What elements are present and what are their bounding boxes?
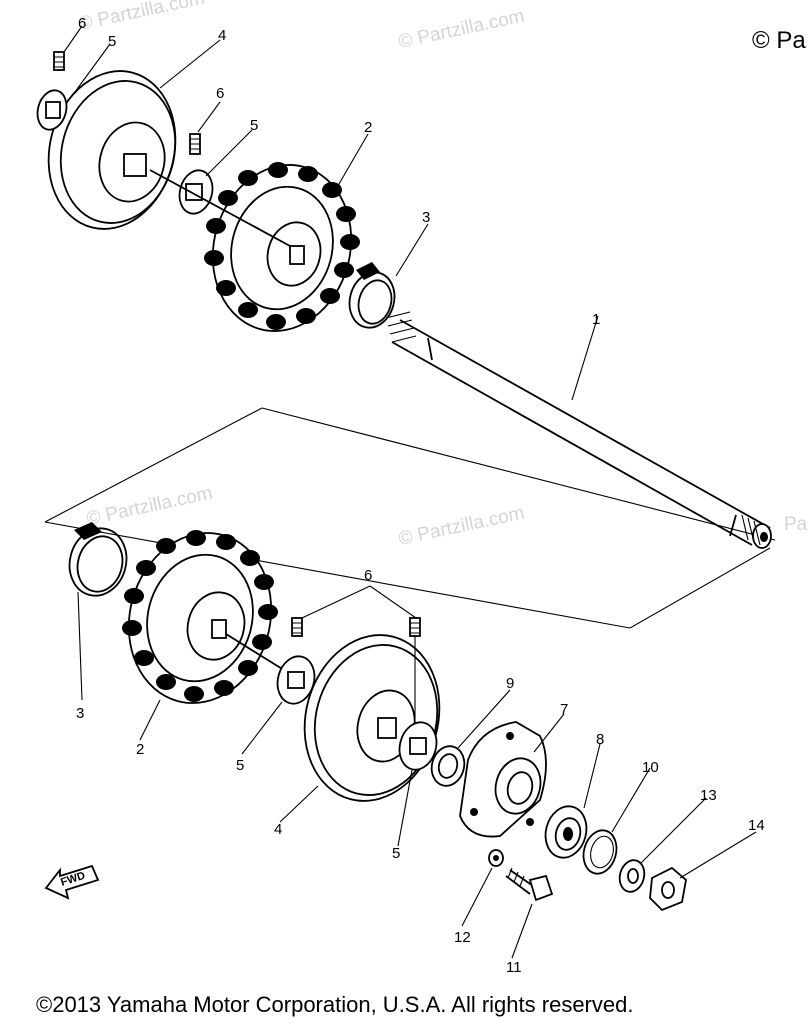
collar-lower-b	[398, 721, 438, 771]
callout-collar-lower-b: 5	[392, 845, 400, 862]
callout-setscrew-lower: 6	[364, 567, 372, 584]
clamp-upper	[348, 262, 396, 329]
washer-large	[618, 859, 646, 893]
callout-clamp-upper: 3	[422, 209, 430, 226]
callout-washer-small: 12	[454, 929, 471, 946]
callout-shaft: 1	[592, 311, 600, 328]
seal	[430, 745, 466, 787]
callout-clamp-lower: 3	[76, 705, 84, 722]
leader-lines	[63, 25, 757, 959]
nut	[649, 866, 687, 912]
callout-bolt: 11	[506, 959, 522, 976]
setscrew-lower-a	[291, 617, 303, 637]
callout-circlip: 10	[642, 759, 659, 776]
callout-bearing: 8	[596, 731, 604, 748]
bearing	[544, 805, 588, 859]
wheel-upper	[47, 70, 291, 247]
watermark: © Partzilla.com	[397, 6, 527, 53]
clamp-lower	[68, 522, 128, 597]
assembly-outline	[44, 407, 776, 629]
callout-wheel-lower: 4	[274, 821, 282, 838]
copyright-notice: ©2013 Yamaha Motor Corporation, U.S.A. A…	[36, 992, 634, 1017]
callout-collar-upper-a: 5	[108, 33, 116, 50]
callout-seal: 9	[506, 675, 514, 692]
collar-lower-a	[276, 655, 316, 705]
callout-labels: 1 2 2 3 3 4 4 5 5 5 5 6 6 6 7 8 9 10 11 …	[76, 15, 765, 976]
collar-upper	[178, 169, 214, 215]
callout-washer-large: 13	[700, 787, 717, 804]
callout-wheel-upper: 4	[218, 27, 226, 44]
sprocket-lower	[122, 530, 301, 704]
bearing-housing	[459, 721, 547, 838]
wheel-lower	[303, 634, 441, 802]
collar-upper-left	[36, 89, 68, 131]
corner-watermark: © Pa	[752, 27, 806, 54]
watermark: © Partzilla.com	[85, 483, 215, 530]
callout-housing: 7	[560, 701, 568, 718]
bolt	[505, 867, 554, 902]
callout-collar-lower-a: 5	[236, 757, 244, 774]
washer-small	[488, 849, 504, 867]
callout-setscrew-upper-a: 6	[78, 15, 86, 32]
callout-collar-upper-b: 5	[250, 117, 258, 134]
circlip	[582, 829, 618, 875]
sprocket-upper	[204, 162, 360, 332]
forward-arrow-icon: FWD	[44, 864, 100, 900]
callout-sprocket-upper: 2	[364, 119, 372, 136]
drive-shaft	[385, 311, 772, 549]
watermark: © Partzilla.com	[397, 503, 527, 550]
setscrew-upper-b	[189, 133, 201, 155]
corner-watermark-right: Pa	[784, 514, 808, 535]
callout-sprocket-lower: 2	[136, 741, 144, 758]
setscrew-upper-a	[53, 51, 65, 71]
setscrew-lower-b	[409, 617, 421, 722]
callout-nut: 14	[748, 817, 765, 834]
watermark: © Partzilla.com	[77, 0, 207, 35]
callout-setscrew-upper-b: 6	[216, 85, 224, 102]
